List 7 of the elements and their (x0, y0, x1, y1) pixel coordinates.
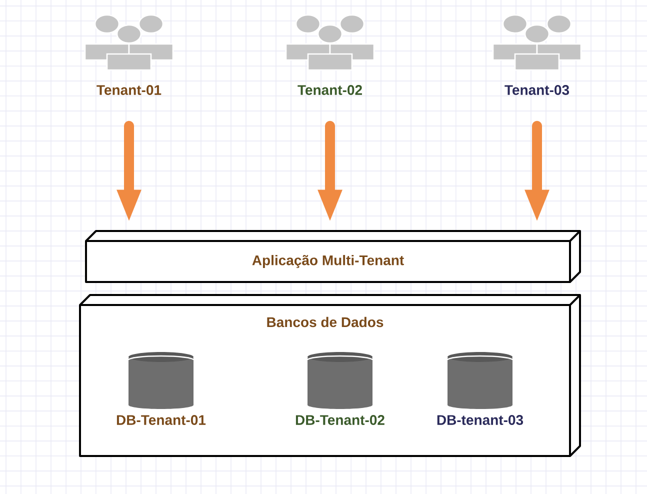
tenant-label: Tenant-03 (504, 85, 570, 95)
database-label: DB-Tenant-02 (296, 415, 384, 425)
database-label: DB-Tenant-01 (116, 415, 206, 425)
database-label: DB-tenant-03 (437, 415, 524, 425)
tenant-label: Tenant-01 (96, 85, 162, 95)
application-box: Aplicação Multi-Tenant (85, 230, 581, 283)
tenant-label: Tenant-02 (298, 85, 362, 95)
